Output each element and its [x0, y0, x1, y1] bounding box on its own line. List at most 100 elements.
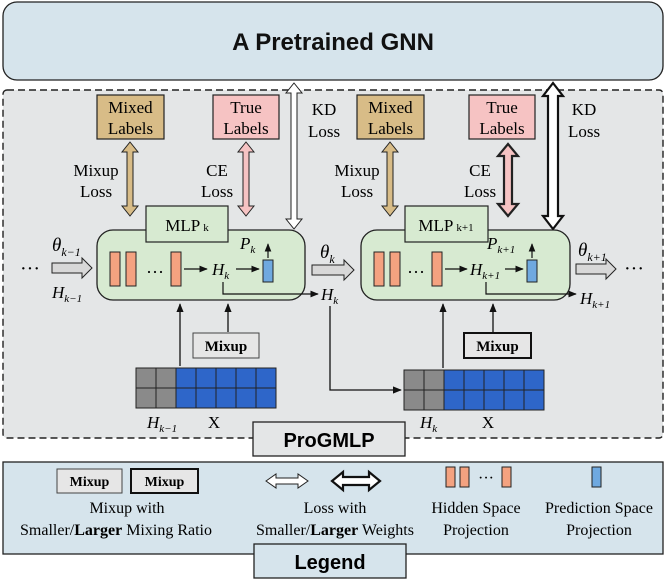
h-out-arrow	[485, 282, 577, 298]
legend-mixup-small-text: Mixup	[70, 475, 110, 490]
legend-hidden-ellipsis: ···	[478, 470, 494, 487]
mlp-k-tag	[145, 205, 229, 243]
progmlp-label: ProGMLP	[283, 430, 374, 452]
theta-in-k: θk−1	[52, 235, 81, 259]
feature-h-label: Hk−1	[146, 413, 177, 435]
h-in-k: Hk−1	[51, 283, 82, 305]
stage-k: Mixed Labels True Labels Mixup Loss CE L…	[20, 82, 340, 435]
feature-h-label: Hk	[419, 413, 438, 435]
legend-mixup-caption-1: Mixup with	[89, 500, 164, 517]
mixed-labels-box	[96, 94, 165, 140]
legend-loss-arrow-large	[330, 469, 382, 493]
kd-loss-arrow-large	[540, 81, 566, 231]
kd-loss-text-1: KD	[572, 100, 597, 119]
legend-tab	[253, 543, 407, 579]
legend-pred-caption-1: Prediction Space	[545, 500, 653, 517]
hidden-bar	[373, 251, 385, 287]
mixup-loss-text-1: Mixup	[334, 161, 379, 180]
hidden-bar	[109, 251, 121, 287]
mixup-badge-large	[463, 332, 532, 359]
legend-mixup-caption-2: Smaller/Larger Mixing Ratio	[20, 522, 212, 539]
legend-loss-caption-2: Smaller/Larger Weights	[256, 522, 414, 539]
hidden-bar	[125, 251, 137, 287]
mixup-loss-arrow	[120, 141, 140, 217]
h-out-arrow	[222, 282, 319, 298]
kd-loss-text-2: Loss	[568, 122, 600, 141]
h-k-to-features-arrow	[329, 306, 402, 394]
theta-k-arrow	[311, 258, 355, 282]
mlp-k1-tag	[404, 205, 489, 243]
ce-loss-text-2: Loss	[464, 182, 496, 201]
left-ellipsis: ···	[20, 258, 40, 280]
theta-in-arrow	[51, 256, 93, 280]
mixed-labels-text-2: Labels	[108, 119, 153, 138]
ce-loss-arrow-large	[495, 142, 521, 218]
stage-k-plus-1: Mixed Labels True Labels Mixup Loss CE L…	[334, 81, 644, 435]
h-k-between: Hk	[320, 285, 339, 307]
legend-hidden-bar	[501, 466, 512, 488]
true-labels-box	[468, 94, 536, 140]
p-out-k1: Pk+1	[486, 234, 515, 256]
mixup-badge-small-text: Mixup	[205, 339, 248, 355]
pretrained-gnn-box	[2, 1, 664, 81]
mixup-loss-text-2: Loss	[341, 182, 373, 201]
mixup-loss-text-2: Loss	[80, 182, 112, 201]
pretrained-gnn-label: A Pretrained GNN	[232, 29, 434, 56]
kd-loss-text-1: KD	[312, 100, 337, 119]
kd-loss-arrow	[284, 82, 304, 230]
hidden-ellipsis: ···	[146, 262, 164, 282]
true-labels-text-2: Labels	[223, 119, 268, 138]
theta-out-arrow	[575, 257, 617, 281]
progmlp-tab	[252, 421, 406, 457]
mixup-loss-arrow	[380, 141, 400, 217]
theta-k-between: θk	[320, 242, 335, 266]
prediction-bar	[526, 259, 538, 283]
legend-prediction-bar	[591, 466, 602, 488]
legend-pred-caption-2: Projection	[566, 522, 632, 539]
feature-x-label: X	[482, 413, 494, 432]
kd-loss-text-2: Loss	[308, 122, 340, 141]
ce-loss-text-2: Loss	[201, 182, 233, 201]
hidden-bar	[170, 251, 182, 287]
h-out-k1: Hk+1	[579, 289, 610, 311]
legend-hidden-caption-2: Projection	[443, 522, 509, 539]
theta-out-k1: θk+1	[578, 240, 607, 264]
true-labels-box	[212, 94, 280, 140]
true-labels-text-1: True	[230, 98, 262, 117]
legend-hidden-bar	[445, 466, 456, 488]
ce-loss-text-1: CE	[469, 161, 491, 180]
ce-loss-text-1: CE	[206, 161, 228, 180]
h-inner-k: Hk	[211, 260, 230, 282]
right-ellipsis: ···	[624, 258, 644, 280]
hidden-ellipsis: ···	[407, 262, 425, 282]
mixup-badge-small	[192, 332, 260, 359]
prediction-bar	[262, 259, 274, 283]
h-inner-k1: Hk+1	[469, 260, 500, 282]
feature-matrix	[135, 367, 277, 409]
hidden-bar	[389, 251, 401, 287]
ce-loss-arrow	[236, 141, 256, 217]
mixed-labels-box	[356, 94, 425, 140]
legend-hidden-caption-1: Hidden Space	[431, 500, 520, 517]
legend-mixup-large-text: Mixup	[145, 475, 185, 490]
true-labels-text-2: Labels	[479, 119, 524, 138]
legend-hidden-bar	[459, 466, 470, 488]
legend-mixup-small	[56, 468, 123, 494]
feature-x-label: X	[208, 413, 220, 432]
true-labels-text-1: True	[486, 98, 518, 117]
mixed-labels-text-1: Mixed	[108, 98, 153, 117]
mixed-labels-text-2: Labels	[368, 119, 413, 138]
mixed-labels-text-1: Mixed	[368, 98, 413, 117]
legend-loss-caption-1: Loss with	[304, 500, 367, 517]
hidden-bar	[431, 251, 443, 287]
p-out-k: Pk	[239, 234, 256, 256]
mixup-badge-large-text: Mixup	[476, 339, 519, 355]
legend-loss-arrow-small	[265, 473, 309, 489]
legend-mixup-large	[130, 468, 199, 494]
feature-matrix	[403, 369, 545, 411]
mixup-loss-text-1: Mixup	[73, 161, 118, 180]
legend-title: Legend	[294, 552, 365, 574]
